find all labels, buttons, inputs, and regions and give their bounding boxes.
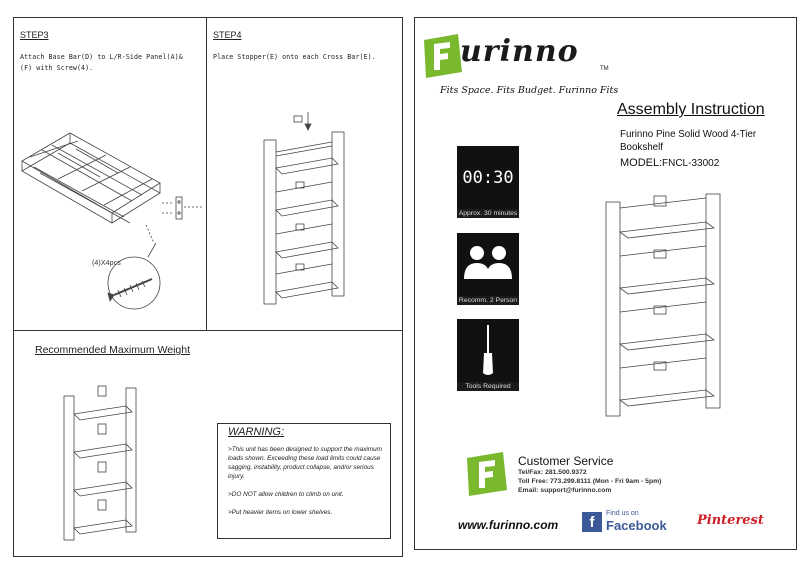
assembly-time-tile: 00:30 Approx. 30 minutes	[457, 146, 519, 218]
assembly-time-value: 00:30	[462, 168, 514, 188]
tools-caption: Tools Required	[457, 382, 519, 391]
warning-load-limit-text: >This unit has been designed to support …	[228, 446, 382, 480]
customer-service-logo-icon	[467, 452, 507, 496]
website-link[interactable]: www.furinno.com	[458, 518, 559, 532]
warning-children-text: >DO NOT allow children to climb on unit.	[228, 491, 344, 498]
furinno-logo-icon	[424, 34, 462, 78]
assembly-time-caption: Approx. 30 minutes	[457, 209, 519, 218]
manual-title: Assembly Instruction	[617, 101, 765, 118]
screwdriver-icon	[483, 325, 493, 375]
model-label: MODEL:	[620, 157, 663, 169]
product-name-line2: Bookshelf	[620, 142, 664, 153]
step3-base-frame-diagram	[21, 132, 202, 310]
step3-instruction-line1: Attach Base Bar(D) to L/R-Side Panel(A)&	[20, 53, 183, 61]
left-vertical-divider	[206, 17, 207, 330]
brand-wordmark: urinno	[460, 34, 579, 69]
customer-service-tel-fax: Tel/Fax: 281.500.9372	[518, 469, 587, 476]
pinterest-link[interactable]: Pinterest	[697, 513, 764, 528]
weight-section-title: Recommended Maximum Weight	[35, 344, 191, 356]
product-bookshelf-illustration	[605, 193, 721, 417]
persons-tile: Recomm. 2 Person	[457, 233, 519, 305]
customer-service-email[interactable]: Email: support@furinno.com	[518, 487, 612, 494]
brand-tagline: Fits Space. Fits Budget. Furinno Fits	[440, 85, 619, 96]
facebook-wordmark: Facebook	[606, 518, 667, 533]
customer-service-title: Customer Service	[518, 454, 614, 468]
warning-box: WARNING: >This unit has been designed to…	[217, 423, 391, 539]
step3-title: STEP3	[20, 30, 49, 40]
warning-title: WARNING:	[228, 426, 285, 438]
warning-heavier-items-text: >Put heavier items on lower shelves.	[228, 509, 333, 516]
brand-trademark: TM	[600, 66, 609, 72]
model-number: FNCL-33002	[662, 158, 720, 169]
step4-title: STEP4	[213, 30, 242, 40]
screw-count-label: (4)X4pcs	[92, 260, 121, 267]
facebook-icon: f	[582, 512, 602, 532]
max-weight-bookshelf-diagram	[63, 385, 137, 541]
persons-caption: Recomm. 2 Person	[457, 296, 519, 305]
step3-instruction-line2: (F) with Screw(4).	[20, 64, 94, 72]
product-name-line1: Furinno Pine Solid Wood 4-Tier	[620, 129, 757, 140]
left-horizontal-divider	[13, 330, 402, 331]
customer-service-toll-free: Toll Free: 773.299.8111 (Mon - Fri 9am -…	[518, 478, 662, 485]
step4-instruction: Place Stopper(E) onto each Cross Bar(E).	[213, 53, 376, 61]
facebook-find-us-text: Find us on	[606, 510, 639, 517]
step4-bookshelf-diagram	[263, 112, 345, 305]
facebook-link[interactable]: f Find us on Facebook	[582, 510, 667, 536]
two-persons-icon	[464, 246, 512, 279]
tools-tile: Tools Required	[457, 319, 519, 391]
left-page	[13, 17, 403, 557]
